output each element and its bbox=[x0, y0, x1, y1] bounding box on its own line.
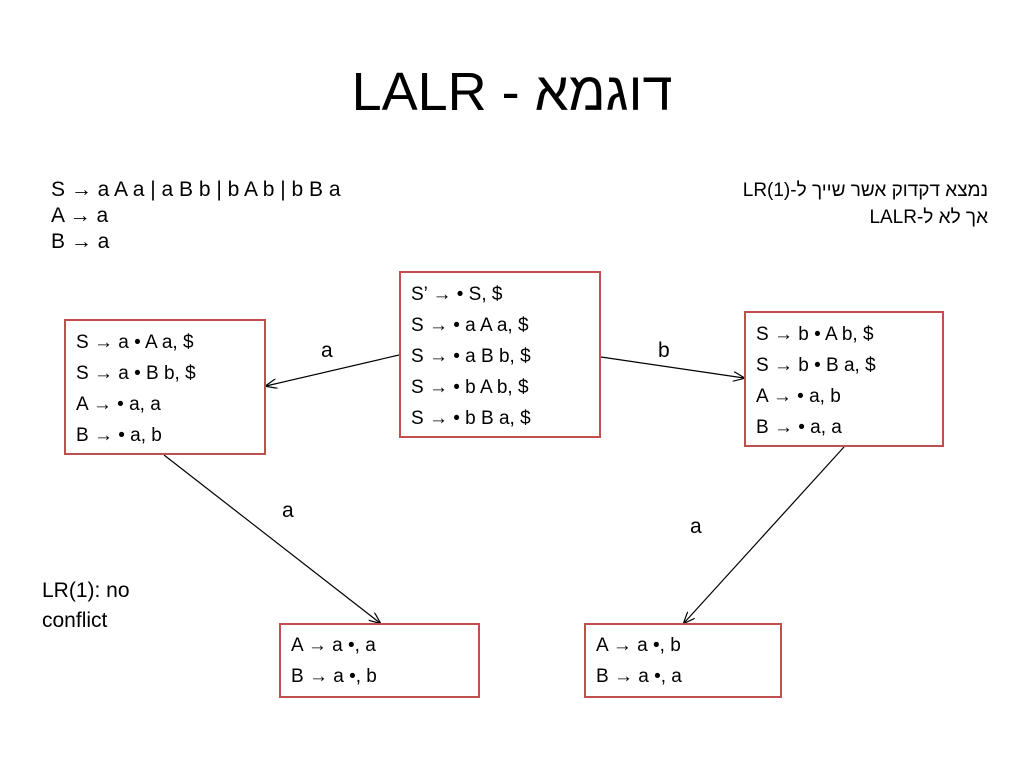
lr-item: S’ → • S, $ bbox=[411, 284, 503, 305]
edge-s2-s4 bbox=[684, 446, 845, 623]
state-box-after-a: S → a • A a, $ S → a • B b, $ A → • a, a… bbox=[64, 319, 266, 455]
lr-item: S → b • A b, $ bbox=[756, 324, 874, 345]
edge-s0-s1 bbox=[266, 354, 400, 386]
edge-label-a: a bbox=[321, 339, 333, 362]
edge-s0-s2 bbox=[600, 356, 744, 378]
edge-label-b: b bbox=[658, 339, 670, 362]
lr-item: S → b • B a, $ bbox=[756, 355, 876, 376]
lr-item: B → a •, b bbox=[291, 666, 377, 687]
lr-item: A → a •, a bbox=[291, 635, 376, 656]
grammar-rules: S → a A a | a B b | b A b | b B a A → a … bbox=[51, 177, 341, 255]
hebrew-note: נמצא דקדוק אשר שייך ל-LR(1) אך לא ל-LALR bbox=[568, 177, 988, 231]
state-box-after-b: S → b • A b, $ S → b • B a, $ A → • a, b… bbox=[744, 311, 944, 447]
lr-item: S → • b A b, $ bbox=[411, 377, 529, 398]
page-title: LALR - דוגמא bbox=[351, 62, 673, 122]
lr-item: A → • a, b bbox=[756, 386, 841, 407]
grammar-rule: A → a bbox=[51, 204, 109, 227]
lr-item: A → • a, a bbox=[76, 394, 161, 415]
hebrew-note-line: נמצא דקדוק אשר שייך ל-LR(1) bbox=[742, 180, 988, 201]
lr-item: S → a • B b, $ bbox=[76, 363, 196, 384]
edge-label-a: a bbox=[690, 515, 702, 538]
lr-item: S → • a A a, $ bbox=[411, 315, 529, 336]
lr1-note-line: conflict bbox=[42, 609, 108, 632]
grammar-rule: S → a A a | a B b | b A b | b B a bbox=[51, 178, 341, 201]
state-box-after-aa: A → a •, a B → a •, b bbox=[279, 623, 480, 698]
state-box-after-ba: A → a •, b B → a •, a bbox=[584, 623, 782, 698]
lr-item: B → • a, b bbox=[76, 425, 162, 446]
lr-item: B → a •, a bbox=[596, 666, 682, 687]
lr-item: B → • a, a bbox=[756, 417, 842, 438]
lr-item: S → a • A a, $ bbox=[76, 332, 194, 353]
lr-item: A → a •, b bbox=[596, 635, 681, 656]
lr-item: S → • a B b, $ bbox=[411, 346, 531, 367]
hebrew-note-line: אך לא ל-LALR bbox=[869, 207, 988, 228]
edge-label-a: a bbox=[282, 499, 294, 522]
lr1-note-line: LR(1): no bbox=[42, 579, 130, 602]
grammar-rule: B → a bbox=[51, 230, 110, 253]
state-box-initial: S’ → • S, $ S → • a A a, $ S → • a B b, … bbox=[399, 271, 601, 438]
lr-item: S → • b B a, $ bbox=[411, 408, 531, 429]
edge-s1-s3 bbox=[163, 454, 380, 623]
lr1-note: LR(1): no conflict bbox=[42, 576, 192, 636]
